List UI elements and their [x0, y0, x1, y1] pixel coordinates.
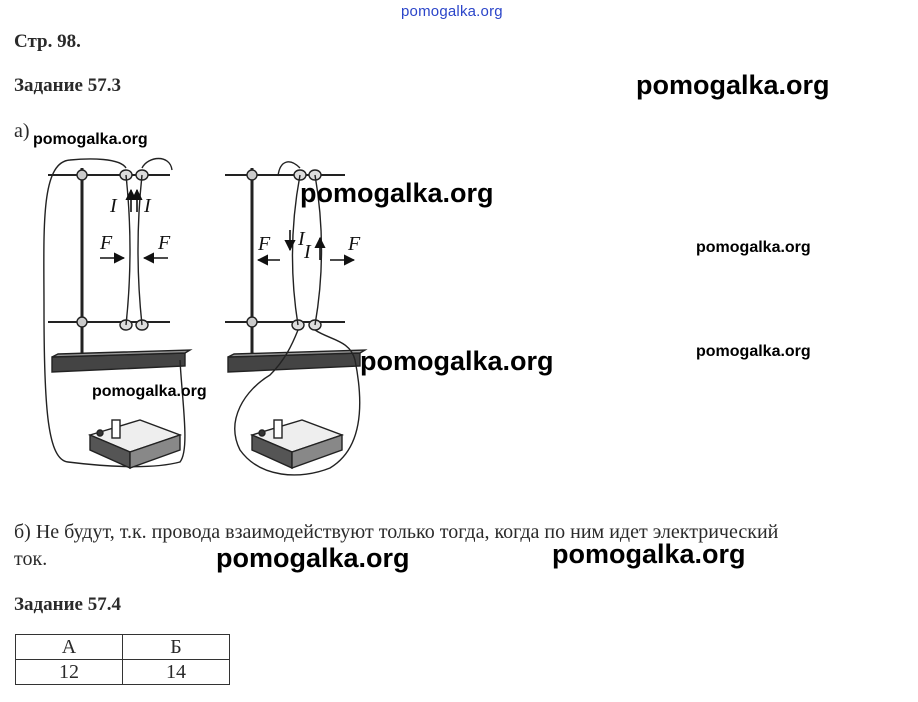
page-heading: Стр. 98. [14, 31, 81, 52]
right-force-label-1: F [257, 233, 271, 255]
table-row: 12 14 [15, 659, 230, 685]
part-a-label: а) [14, 120, 30, 142]
watermark-9: pomogalka.org [552, 539, 746, 569]
table-cell-b: 14 [122, 659, 230, 685]
right-current-label-2: I [303, 241, 312, 263]
left-current-label-1: I [109, 195, 118, 217]
table-header-row: А Б [15, 634, 230, 660]
part-b-line-2: ток. [14, 548, 48, 570]
watermark-2: pomogalka.org [33, 131, 148, 148]
right-battery [249, 419, 345, 470]
watermark-3: pomogalka.org [300, 178, 494, 208]
task-57-4-title: Задание 57.4 [14, 594, 121, 615]
header-watermark: pomogalka.org [401, 3, 503, 20]
right-current-label-1: I [297, 228, 306, 250]
left-current-arrows [125, 188, 143, 212]
table-header-b: Б [122, 634, 230, 660]
watermark-7: pomogalka.org [92, 383, 207, 400]
right-force-label-2: F [347, 233, 361, 255]
left-force-label-1: F [99, 232, 113, 254]
left-force-label-2: F [157, 232, 171, 254]
table-cell-a: 12 [15, 659, 123, 685]
left-battery [87, 419, 183, 470]
watermark-8: pomogalka.org [216, 543, 410, 573]
task-57-3-title: Задание 57.3 [14, 75, 121, 96]
watermark-6: pomogalka.org [360, 346, 554, 376]
answer-table: А Б 12 14 [15, 634, 230, 685]
part-b-line-1: б) Не будут, т.к. провода взаимодействую… [14, 521, 779, 543]
right-current-arrows [284, 230, 326, 260]
parallel-wires-figure: I I F F [43, 157, 368, 476]
left-current-label-2: I [143, 195, 152, 217]
watermark-1: pomogalka.org [636, 70, 830, 100]
table-header-a: А [15, 634, 123, 660]
watermark-4: pomogalka.org [696, 239, 811, 256]
watermark-5: pomogalka.org [696, 343, 811, 360]
right-apparatus [225, 161, 368, 476]
left-apparatus [43, 157, 193, 470]
